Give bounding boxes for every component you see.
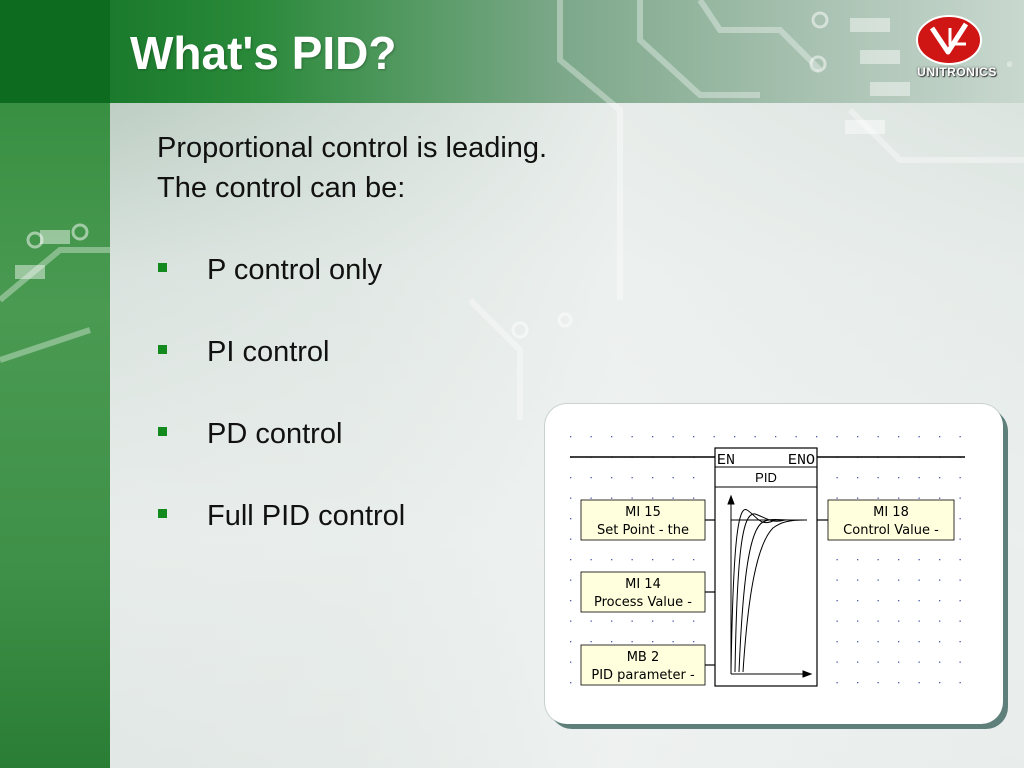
svg-text:MI 14: MI 14 — [625, 577, 661, 592]
svg-text:Set Point - the: Set Point - the — [597, 523, 689, 538]
svg-text:Process Value -: Process Value - — [594, 595, 692, 610]
eno-label: ENO — [788, 452, 815, 469]
pid-ladder-diagram: EN ENO PID MI 15 Set Point - the M — [570, 436, 965, 687]
title-bar-corner — [0, 0, 110, 103]
logo-text: UNITRONICS — [917, 65, 997, 79]
unitronics-logo: UNITRONICS ® — [902, 14, 1012, 84]
bullet-square-icon — [158, 263, 167, 272]
left-green-band — [0, 0, 110, 768]
bullet-text: Full PID control — [207, 500, 406, 532]
title-bar — [0, 0, 1024, 103]
pid-block[interactable] — [714, 447, 818, 687]
en-label: EN — [717, 452, 735, 469]
logo-registered-mark: ® — [1006, 62, 1012, 69]
input-operand-setpoint[interactable]: MI 15 Set Point - the — [580, 499, 706, 541]
bullet-square-icon — [158, 427, 167, 436]
step-response-icon — [727, 494, 813, 678]
pid-block-name: PID — [755, 470, 777, 485]
bullet-square-icon — [158, 345, 167, 354]
intro-line-1: Proportional control is leading. — [157, 132, 548, 164]
bullet-item: PI control — [157, 332, 405, 414]
svg-text:PID parameter -: PID parameter - — [591, 668, 695, 683]
bullet-item: PD control — [157, 414, 405, 496]
bullet-item: Full PID control — [157, 496, 405, 578]
input-operand-process-value[interactable]: MI 14 Process Value - — [580, 571, 706, 613]
intro-line-2: The control can be: — [157, 172, 406, 204]
intro-text: Proportional control is leading. The con… — [157, 128, 547, 208]
logo-emblem-icon — [916, 15, 982, 65]
bullet-text: PI control — [207, 336, 330, 368]
bullet-item: P control only — [157, 250, 405, 332]
bullet-list: P control only PI control PD control Ful… — [157, 250, 405, 578]
bullet-text: PD control — [207, 418, 343, 450]
slide-title: What's PID? — [130, 27, 397, 79]
svg-text:Control Value -: Control Value - — [843, 523, 939, 538]
bullet-text: P control only — [207, 254, 383, 286]
input-operand-pid-parameter[interactable]: MB 2 PID parameter - — [580, 644, 706, 686]
pid-diagram-card: EN ENO PID MI 15 Set Point - the M — [545, 404, 1003, 724]
output-operand-control-value[interactable]: MI 18 Control Value - — [827, 499, 955, 541]
svg-text:MI 15: MI 15 — [625, 505, 661, 520]
svg-text:MI 18: MI 18 — [873, 505, 909, 520]
bullet-square-icon — [158, 509, 167, 518]
svg-text:MB 2: MB 2 — [627, 650, 660, 665]
